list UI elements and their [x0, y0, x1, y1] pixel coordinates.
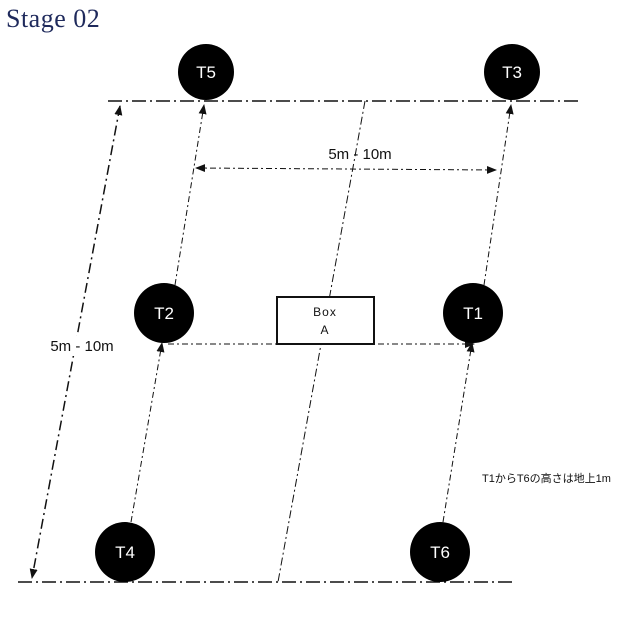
horizontal-dimension-arrow — [195, 164, 497, 174]
svg-text:T4: T4 — [115, 543, 135, 562]
vertical-dimension-label: 5m - 10m — [50, 338, 113, 355]
box-a — [276, 296, 375, 345]
target-t3: T3 — [484, 44, 540, 100]
box-a-label-line1: Box — [313, 305, 337, 319]
target-t4: T4 — [95, 522, 155, 582]
svg-text:T1: T1 — [463, 304, 483, 323]
connector-t2-t5 — [174, 104, 207, 286]
target-t6: T6 — [410, 522, 470, 582]
svg-text:T2: T2 — [154, 304, 174, 323]
stage-title: Stage 02 — [6, 4, 101, 33]
box-a-label-line2: A — [320, 323, 329, 337]
target-t5: T5 — [178, 44, 234, 100]
horizontal-dimension-label: 5m - 10m — [328, 146, 391, 163]
connector-t1-t3 — [483, 104, 514, 286]
connector-t4-t2 — [130, 342, 165, 523]
svg-text:T5: T5 — [196, 63, 216, 82]
connector-t6-t1 — [442, 342, 475, 523]
svg-text:T3: T3 — [502, 63, 522, 82]
svg-text:T6: T6 — [430, 543, 450, 562]
target-t1: T1 — [443, 283, 503, 343]
height-note: T1からT6の高さは地上1m — [482, 471, 611, 485]
target-t2: T2 — [134, 283, 194, 343]
